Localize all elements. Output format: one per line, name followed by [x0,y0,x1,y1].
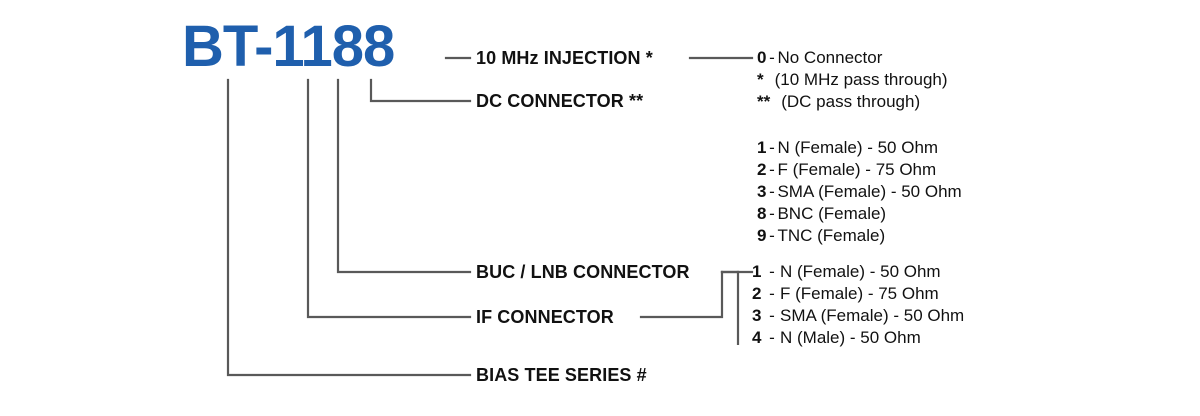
option-separator: - [769,204,775,223]
option-row: 3 - SMA (Female) - 50 Ohm [752,305,964,327]
option-row: 0 - No Connector [757,47,948,69]
option-separator: - [769,262,775,281]
option-description: N (Male) - 50 Ohm [780,328,921,347]
option-list-10mhz-injection: 0 - No Connector* (10 MHz pass through)*… [757,47,948,113]
option-description: SMA (Female) - 50 Ohm [780,306,965,325]
option-code: 2 [757,160,767,179]
category-dc-connector: DC CONNECTOR ** [476,91,644,111]
option-code: 1 [757,138,767,157]
option-row: 4 - N (Male) - 50 Ohm [752,327,964,349]
option-separator: - [769,306,775,325]
option-row: * (10 MHz pass through) [757,69,948,91]
option-code: 4 [752,328,762,347]
option-separator: - [769,226,775,245]
option-separator: - [769,182,775,201]
leader-if-options-bracket [720,270,740,345]
option-row: 8 - BNC (Female) [757,203,962,225]
option-description: TNC (Female) [777,226,886,245]
option-separator: - [769,284,775,303]
option-row: 1 - N (Female) - 50 Ohm [752,261,964,283]
category-buc-lnb-connector: BUC / LNB CONNECTOR [476,262,690,282]
option-description: BNC (Female) [777,204,887,223]
category-10mhz-injection: 10 MHz INJECTION * [476,48,653,68]
option-description: SMA (Female) - 50 Ohm [777,182,962,201]
option-code: 0 [757,48,767,67]
category-if-connector: IF CONNECTOR [476,307,614,327]
option-row: 1 - N (Female) - 50 Ohm [757,137,962,159]
option-row: 9 - TNC (Female) [757,225,962,247]
option-description: N (Female) - 50 Ohm [780,262,941,281]
category-bias-tee-series: BIAS TEE SERIES # [476,365,647,385]
option-code: 8 [757,204,767,223]
model-number: BT-1188 [182,14,395,79]
option-code: 3 [757,182,767,201]
option-description: (10 MHz pass through) [774,70,948,89]
option-code: * [757,70,764,89]
leader-if-options [639,270,724,319]
option-row: ** (DC pass through) [757,91,948,113]
leader-buc-lnb [336,78,472,274]
option-row: 2 - F (Female) - 75 Ohm [757,159,962,181]
option-code: 2 [752,284,762,303]
option-row: 3 - SMA (Female) - 50 Ohm [757,181,962,203]
option-code: ** [757,92,771,111]
option-separator: - [769,160,775,179]
option-code: 3 [752,306,762,325]
leader-series [226,78,472,377]
option-description: F (Female) - 75 Ohm [777,160,937,179]
option-code: 9 [757,226,767,245]
option-row: 2 - F (Female) - 75 Ohm [752,283,964,305]
option-description: No Connector [777,48,883,67]
option-separator: - [769,48,775,67]
option-separator: - [769,328,775,347]
option-description: N (Female) - 50 Ohm [777,138,939,157]
option-separator: - [769,138,775,157]
option-code: 1 [752,262,762,281]
option-description: (DC pass through) [781,92,921,111]
leader-if-connector [306,78,472,319]
leader-dc-connector [369,78,472,103]
option-description: F (Female) - 75 Ohm [780,284,939,303]
